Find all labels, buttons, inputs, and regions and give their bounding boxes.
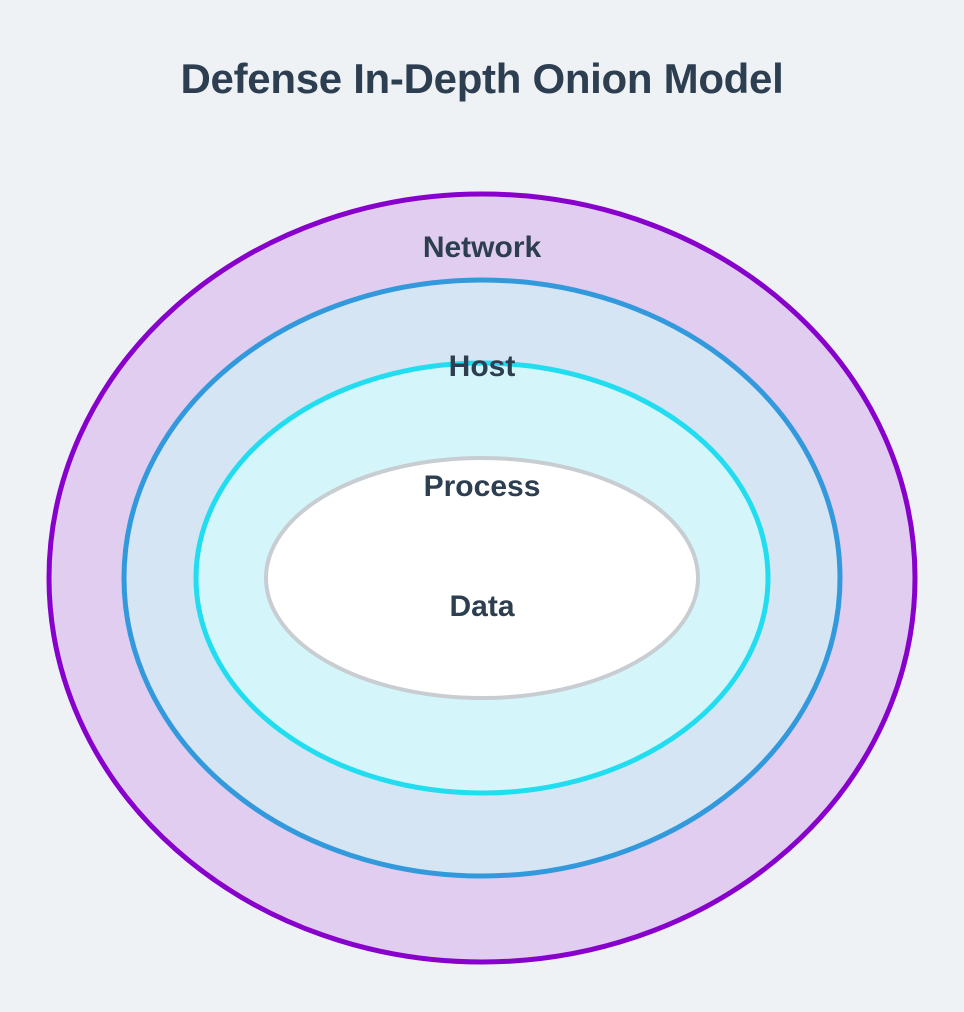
layer-label-data: Data xyxy=(449,590,515,623)
layer-ellipse-data xyxy=(264,456,700,700)
layer-label-host: Host xyxy=(448,350,516,383)
layer-label-network: Network xyxy=(422,231,542,264)
page-title: Defense In-Depth Onion Model xyxy=(180,55,784,102)
layer-label-process: Process xyxy=(423,470,541,503)
